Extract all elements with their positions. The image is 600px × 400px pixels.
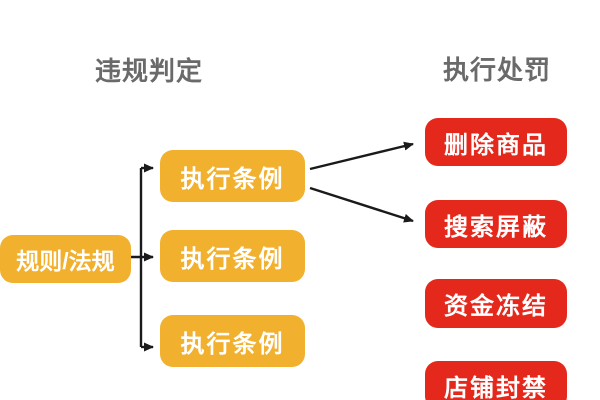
- node-shop-ban: 店铺封禁: [425, 361, 567, 400]
- node-search-block: 搜索屏蔽: [425, 200, 567, 248]
- column-header-judgment: 违规判定: [95, 56, 204, 86]
- column-header-punishment: 执行处罚: [443, 55, 552, 85]
- node-rules-regulations: 规则/法规: [0, 235, 131, 283]
- node-enforcement-rule-2: 执行条例: [160, 230, 305, 282]
- node-enforcement-rule-3: 执行条例: [160, 315, 305, 367]
- node-enforcement-rule-1: 执行条例: [160, 150, 305, 202]
- node-delete-product: 删除商品: [425, 118, 567, 166]
- node-funds-freeze: 资金冻结: [425, 279, 567, 328]
